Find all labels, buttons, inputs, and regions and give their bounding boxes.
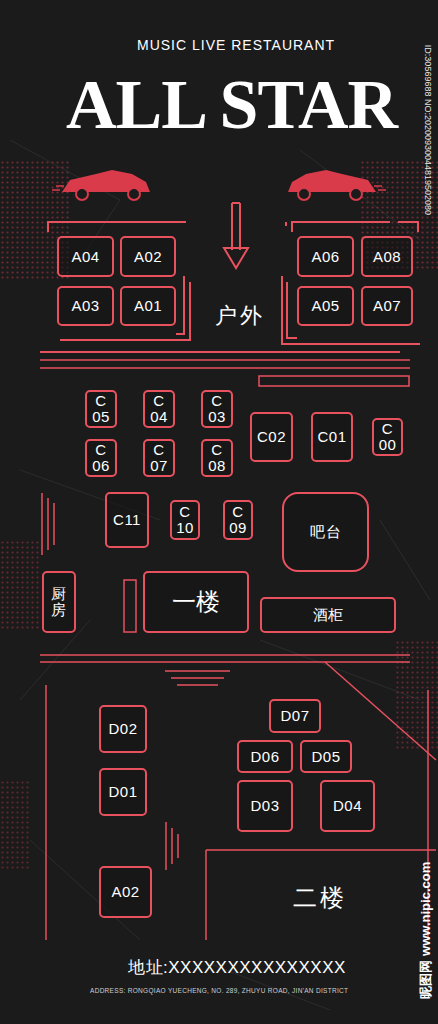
table-box: 一楼	[143, 571, 249, 633]
watermark: 昵图网 www.nipic.com	[419, 862, 433, 999]
table-label: A07	[373, 298, 401, 314]
table-label: 吧台	[310, 524, 341, 540]
table-box: C 00	[372, 418, 403, 456]
table-box: D02	[99, 705, 147, 753]
table-box: D04	[320, 780, 375, 832]
area-name: 二楼	[293, 885, 347, 911]
table-box: 吧台	[282, 492, 369, 572]
table-box: C 07	[143, 439, 175, 477]
table-box: D07	[269, 699, 321, 733]
table-box: C 04	[143, 390, 175, 428]
table-box: 酒柜	[260, 597, 396, 633]
table-label: A03	[71, 298, 99, 314]
table-label: A08	[373, 249, 401, 265]
table-box: A04	[57, 236, 114, 277]
table-label: A01	[134, 298, 162, 314]
grunge-scratches	[10, 140, 430, 1010]
table-label: C 10	[175, 504, 195, 536]
table-box: A01	[120, 286, 176, 326]
table-label: A02	[134, 249, 162, 265]
table-box: C11	[105, 492, 149, 548]
table-label: D03	[250, 798, 279, 814]
table-box: D03	[237, 780, 293, 832]
entrance-arrow	[224, 203, 248, 268]
table-label: C 05	[91, 393, 111, 425]
table-box: A05	[297, 286, 354, 326]
table-box: D06	[237, 740, 293, 773]
table-label: 厨房	[51, 586, 67, 618]
first-floor-walls	[40, 360, 410, 662]
halftone-dots	[0, 160, 438, 870]
table-label: C 06	[91, 442, 111, 474]
table-label: D04	[333, 798, 362, 814]
table-label: C02	[257, 429, 286, 445]
table-label: D07	[280, 708, 309, 724]
table-box: A02	[120, 236, 176, 277]
table-box: C 06	[85, 439, 117, 477]
table-box: C02	[250, 412, 293, 462]
table-box: C 09	[223, 500, 253, 540]
info-text: ADDRESS: RONGQIAO YUECHENG, NO. 289, ZHU…	[90, 987, 348, 994]
table-box: 厨房	[42, 571, 76, 633]
table-label: A02	[111, 884, 139, 900]
table-label: C 04	[149, 393, 169, 425]
sports-car-right	[288, 170, 386, 200]
table-label: 酒柜	[313, 607, 344, 623]
area-name: 户外	[215, 304, 265, 328]
table-label: C 08	[207, 442, 227, 474]
table-label: D02	[108, 721, 137, 737]
sports-car-left	[52, 170, 150, 200]
table-box: A03	[57, 286, 114, 326]
info-text: MUSIC LIVE RESTAURANT	[137, 38, 335, 53]
table-label: C01	[317, 429, 346, 445]
table-label: C 09	[228, 504, 248, 536]
table-label: A05	[311, 298, 339, 314]
outdoor-area-walls	[40, 222, 420, 352]
restaurant-title: ALL STAR	[66, 70, 397, 140]
table-box: A06	[297, 236, 354, 277]
table-label: D06	[250, 749, 279, 765]
table-box: A08	[361, 236, 413, 277]
table-label: C 00	[378, 421, 398, 453]
table-box: C 05	[85, 390, 117, 428]
table-box: D05	[300, 740, 352, 773]
table-label: D01	[108, 784, 137, 800]
table-label: D05	[311, 749, 340, 765]
table-box: A02	[99, 866, 152, 918]
table-box: C 10	[170, 500, 200, 540]
table-box: C 03	[201, 390, 233, 428]
second-floor-walls	[46, 662, 436, 940]
watermark: ID:30569688 NO:20200930044819502080	[422, 45, 432, 215]
table-box: C01	[311, 412, 353, 462]
table-label: 一楼	[172, 589, 221, 614]
table-label: C 07	[149, 442, 169, 474]
info-text: 地址:XXXXXXXXXXXXXXX	[128, 959, 346, 978]
table-box: D01	[99, 768, 147, 816]
table-box: A07	[361, 286, 413, 326]
table-label: A06	[311, 249, 339, 265]
table-label: C11	[113, 512, 141, 528]
table-label: C 03	[207, 393, 227, 425]
table-label: A04	[71, 249, 99, 265]
table-box: C 08	[201, 439, 233, 477]
